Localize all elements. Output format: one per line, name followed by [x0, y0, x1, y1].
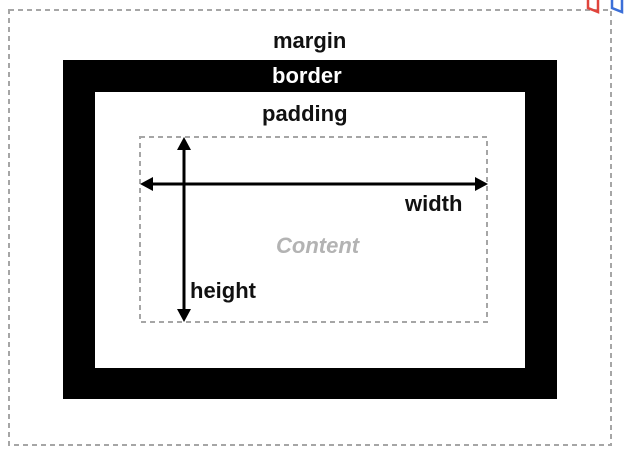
width-label: width — [405, 191, 463, 216]
padding-area — [95, 92, 525, 368]
margin-label: margin — [273, 28, 347, 53]
content-label: Content — [276, 233, 360, 258]
border-label: border — [272, 63, 342, 88]
padding-label: padding — [262, 101, 348, 126]
content-area — [139, 136, 488, 323]
height-arrow — [177, 137, 191, 322]
box-model-icon — [586, 0, 624, 14]
width-arrow — [140, 177, 488, 191]
margin-area — [8, 9, 612, 446]
height-label: height — [190, 278, 256, 303]
